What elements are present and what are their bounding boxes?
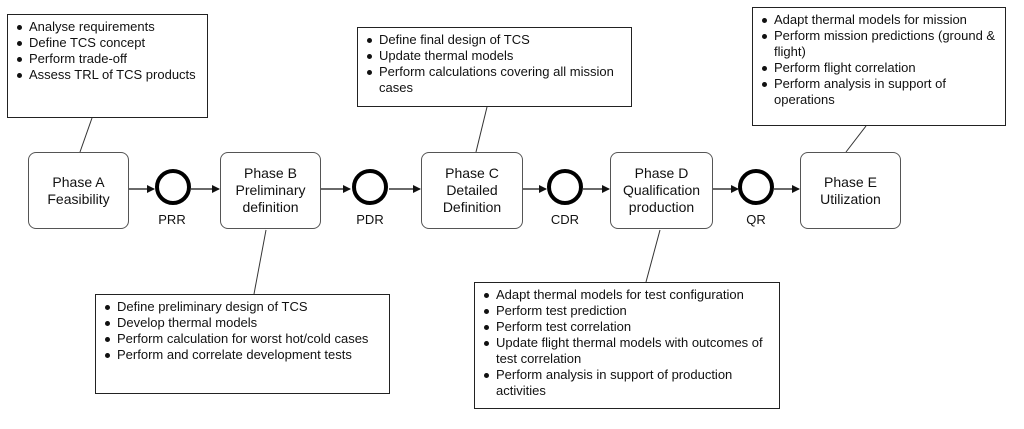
activity-item: Define preliminary design of TCS <box>105 299 383 315</box>
activity-item: Adapt thermal models for mission <box>762 12 999 28</box>
activities-phase-a: Analyse requirements Define TCS concept … <box>7 14 208 118</box>
gate-circle-prr <box>155 169 191 205</box>
phase-b-label: Phase B Preliminary definition <box>235 165 306 215</box>
activity-item: Perform and correlate development tests <box>105 347 383 363</box>
phase-b-box: Phase B Preliminary definition <box>220 152 321 229</box>
activity-item: Perform trade-off <box>17 51 201 67</box>
callout-line-c <box>475 106 488 153</box>
activity-item: Update flight thermal models with outcom… <box>484 335 773 367</box>
activity-item: Perform calculation for worst hot/cold c… <box>105 331 383 347</box>
activities-list-a: Analyse requirements Define TCS concept … <box>14 19 201 83</box>
activity-item: Perform analysis in support of operation… <box>762 76 999 108</box>
phase-e-label: Phase E Utilization <box>820 173 881 207</box>
phase-c-label: Phase C Detailed Definition <box>442 165 502 215</box>
activity-item: Assess TRL of TCS products <box>17 67 201 83</box>
gate-label-prr: PRR <box>158 212 186 227</box>
activities-list-d: Adapt thermal models for test configurat… <box>481 287 773 399</box>
gate-label-qr: QR <box>746 212 766 227</box>
activity-item: Adapt thermal models for test configurat… <box>484 287 773 303</box>
activities-list-c: Define final design of TCS Update therma… <box>364 32 625 96</box>
activity-item: Perform analysis in support of productio… <box>484 367 773 399</box>
phase-d-label: Phase D Qualification production <box>622 165 701 215</box>
callout-line-d <box>645 229 661 283</box>
activities-phase-d: Adapt thermal models for test configurat… <box>474 282 780 409</box>
activity-item: Perform flight correlation <box>762 60 999 76</box>
activity-item: Perform mission predictions (ground & fl… <box>762 28 999 60</box>
phase-c-box: Phase C Detailed Definition <box>421 152 523 229</box>
gate-circle-qr <box>738 169 774 205</box>
gate-label-cdr: CDR <box>550 212 580 227</box>
gate-circle-pdr <box>352 169 388 205</box>
activities-phase-c: Define final design of TCS Update therma… <box>357 27 632 107</box>
activity-item: Develop thermal models <box>105 315 383 331</box>
activity-item: Define final design of TCS <box>367 32 625 48</box>
callout-line-b <box>253 229 267 295</box>
phase-e-box: Phase E Utilization <box>800 152 901 229</box>
gate-circle-cdr <box>547 169 583 205</box>
activity-item: Perform calculations covering all missio… <box>367 64 625 96</box>
activity-item: Update thermal models <box>367 48 625 64</box>
phase-d-box: Phase D Qualification production <box>610 152 713 229</box>
activity-item: Define TCS concept <box>17 35 201 51</box>
activity-item: Perform test correlation <box>484 319 773 335</box>
activities-phase-e: Adapt thermal models for mission Perform… <box>752 7 1006 126</box>
gate-label-pdr: PDR <box>356 212 384 227</box>
activity-item: Perform test prediction <box>484 303 773 319</box>
activities-list-e: Adapt thermal models for mission Perform… <box>759 12 999 108</box>
phase-a-label: Phase A Feasibility <box>47 173 110 207</box>
activities-phase-b: Define preliminary design of TCS Develop… <box>95 294 390 394</box>
callout-line-e <box>845 125 867 153</box>
activity-item: Analyse requirements <box>17 19 201 35</box>
activities-list-b: Define preliminary design of TCS Develop… <box>102 299 383 363</box>
callout-line-a <box>79 117 93 153</box>
phase-a-box: Phase A Feasibility <box>28 152 129 229</box>
